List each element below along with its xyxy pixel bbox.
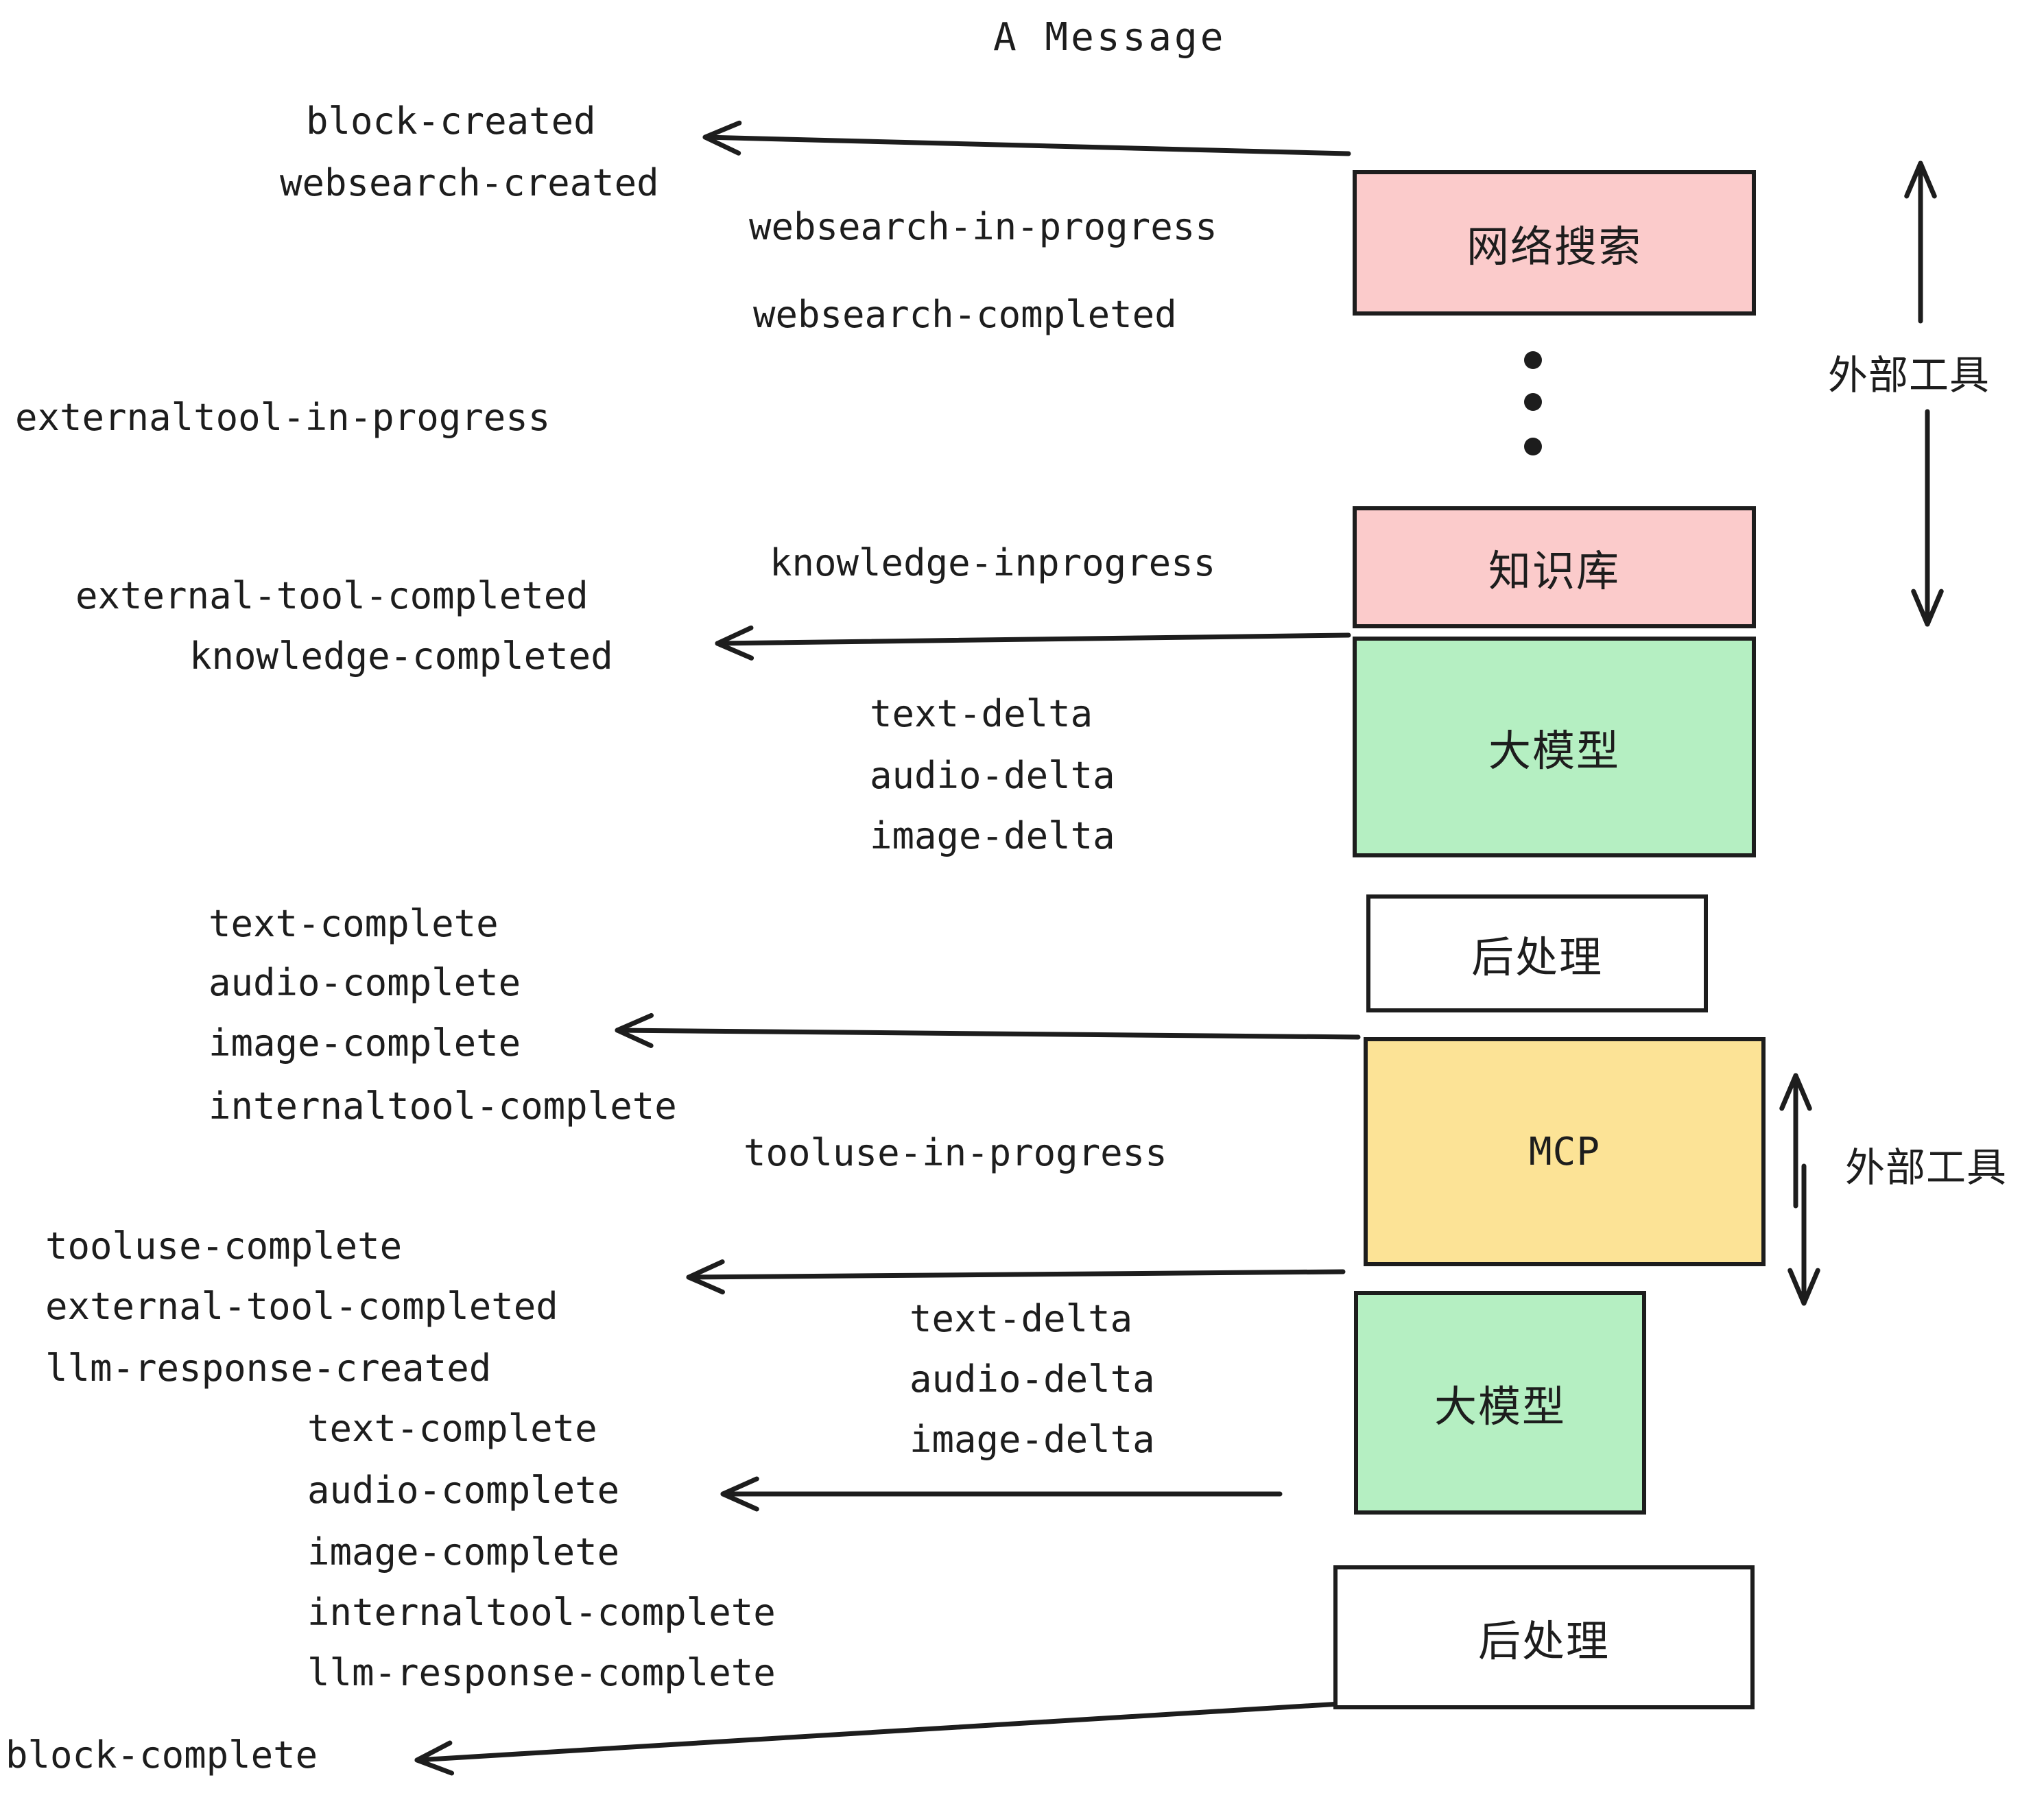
event-label-block-complete: block-complete [5, 1733, 318, 1777]
event-label-image-complete-2: image-complete [307, 1530, 620, 1574]
event-label-external-tool-completed-1: external-tool-completed [75, 574, 589, 617]
event-label-websearch-completed: websearch-completed [753, 293, 1177, 336]
node-mcp: MCP [1364, 1037, 1766, 1266]
arrow-websearch-to-block-created [702, 120, 1351, 156]
event-label-audio-complete-2: audio-complete [307, 1469, 620, 1512]
event-label-websearch-in-progress: websearch-in-progress [749, 205, 1217, 248]
group-label-external-tools-bottom: 外部工具 [1845, 1144, 2008, 1191]
arrow-knowledge-to-completed [715, 625, 1351, 661]
ellipsis-dot-icon [1524, 438, 1542, 455]
arrow-postprocess-to-image [615, 1012, 1361, 1048]
external-tools-arrow-down-top [1911, 409, 1944, 627]
flow-arrows [414, 120, 1361, 1776]
event-label-image-delta-2: image-delta [910, 1418, 1155, 1461]
ellipsis-dot-icon [1524, 351, 1542, 369]
external-tools-arrow-up-bottom [1779, 1073, 1812, 1209]
event-label-internaltool-complete-2: internaltool-complete [307, 1591, 776, 1634]
event-label-text-delta-2: text-delta [910, 1297, 1133, 1340]
arrow-mcp-to-tooluse [686, 1259, 1346, 1295]
event-label-knowledge-completed: knowledge-completed [189, 634, 613, 678]
event-label-tooluse-complete: tooluse-complete [45, 1224, 403, 1268]
ellipsis-dot-icon [1524, 393, 1542, 411]
node-llm-2: 大模型 [1354, 1291, 1646, 1515]
event-label-audio-delta-2: audio-delta [910, 1357, 1155, 1401]
event-label-externaltool-in-progress: externaltool-in-progress [15, 396, 551, 439]
event-label-audio-delta-1: audio-delta [870, 754, 1115, 797]
node-postprocess-1: 后处理 [1366, 894, 1708, 1012]
arrow-llm2-to-audio [720, 1476, 1283, 1512]
group-range-arrows [1779, 161, 1944, 1306]
event-label-knowledge-inprogress: knowledge-inprogress [770, 541, 1216, 584]
group-label-external-tools-top: 外部工具 [1828, 352, 1990, 399]
event-label-websearch-created: websearch-created [280, 161, 659, 204]
event-label-text-delta-1: text-delta [870, 692, 1093, 735]
event-label-text-complete-1: text-complete [209, 902, 499, 945]
event-label-tooluse-in-progress: tooluse-in-progress [744, 1131, 1167, 1174]
event-label-llm-response-created: llm-response-created [45, 1346, 492, 1390]
external-tools-arrow-down-bottom [1787, 1163, 1820, 1306]
event-label-external-tool-completed-2: external-tool-completed [45, 1285, 558, 1328]
event-label-block-created: block-created [306, 99, 596, 143]
event-label-internaltool-complete-1: internaltool-complete [209, 1084, 677, 1128]
page-title: A Message [993, 15, 1226, 60]
arrow-postprocess2-to-block [414, 1701, 1343, 1776]
node-knowledgebase: 知识库 [1353, 506, 1756, 628]
node-websearch: 网络搜索 [1353, 170, 1756, 316]
event-label-llm-response-complete: llm-response-complete [307, 1651, 776, 1694]
node-llm-1: 大模型 [1353, 637, 1756, 857]
event-label-audio-complete-1: audio-complete [209, 961, 521, 1004]
event-label-text-complete-2: text-complete [307, 1407, 597, 1450]
event-label-image-complete-1: image-complete [209, 1021, 521, 1065]
node-postprocess-2: 后处理 [1333, 1565, 1755, 1709]
event-label-image-delta-1: image-delta [870, 814, 1115, 857]
external-tools-arrow-up-top [1904, 161, 1937, 324]
